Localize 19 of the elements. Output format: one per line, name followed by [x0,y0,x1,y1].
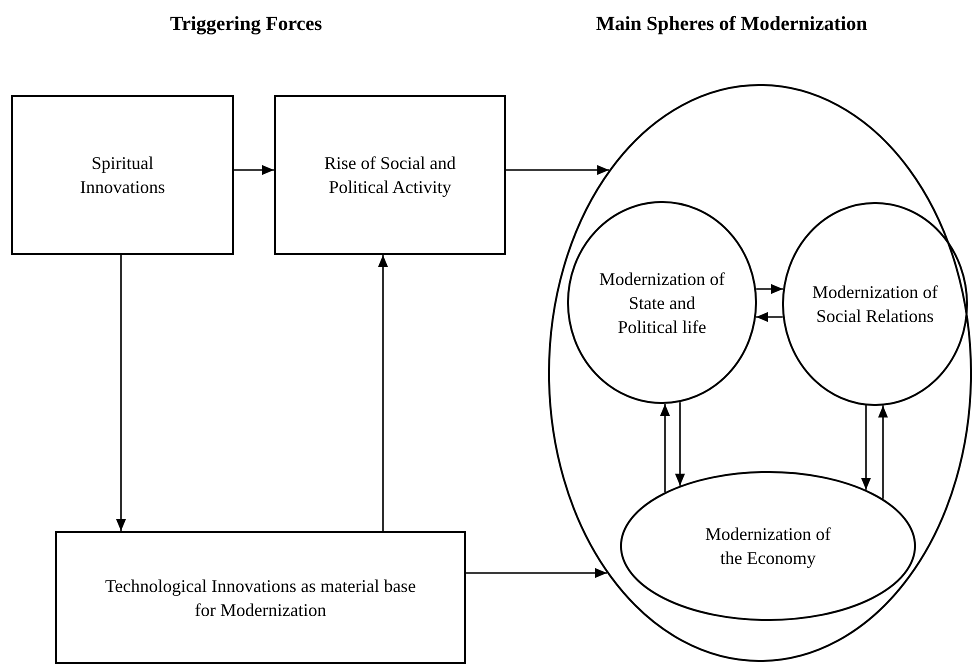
node-text: Modernization of the Economy [704,523,832,570]
node-text: Spiritual Innovations [79,152,166,199]
arrow [378,255,388,531]
arrow [466,568,607,578]
node-text: Rise of Social and Political Activity [323,152,457,199]
column-heading: Triggering Forces [170,12,322,37]
arrow [756,312,783,322]
column-heading: Main Spheres of Modernization [596,12,868,37]
arrow [878,406,888,499]
arrow [116,255,126,531]
node-text: Technological Innovations as material base for Modernization [104,574,417,622]
arrow [861,406,871,490]
arrow [506,165,610,175]
arrow [675,402,685,486]
arrow [660,404,670,492]
arrow [234,165,274,175]
node-text: Modernization of State and Political life [598,268,726,338]
node-text: Modernization of Social Relations [811,281,939,328]
arrow [756,284,783,294]
